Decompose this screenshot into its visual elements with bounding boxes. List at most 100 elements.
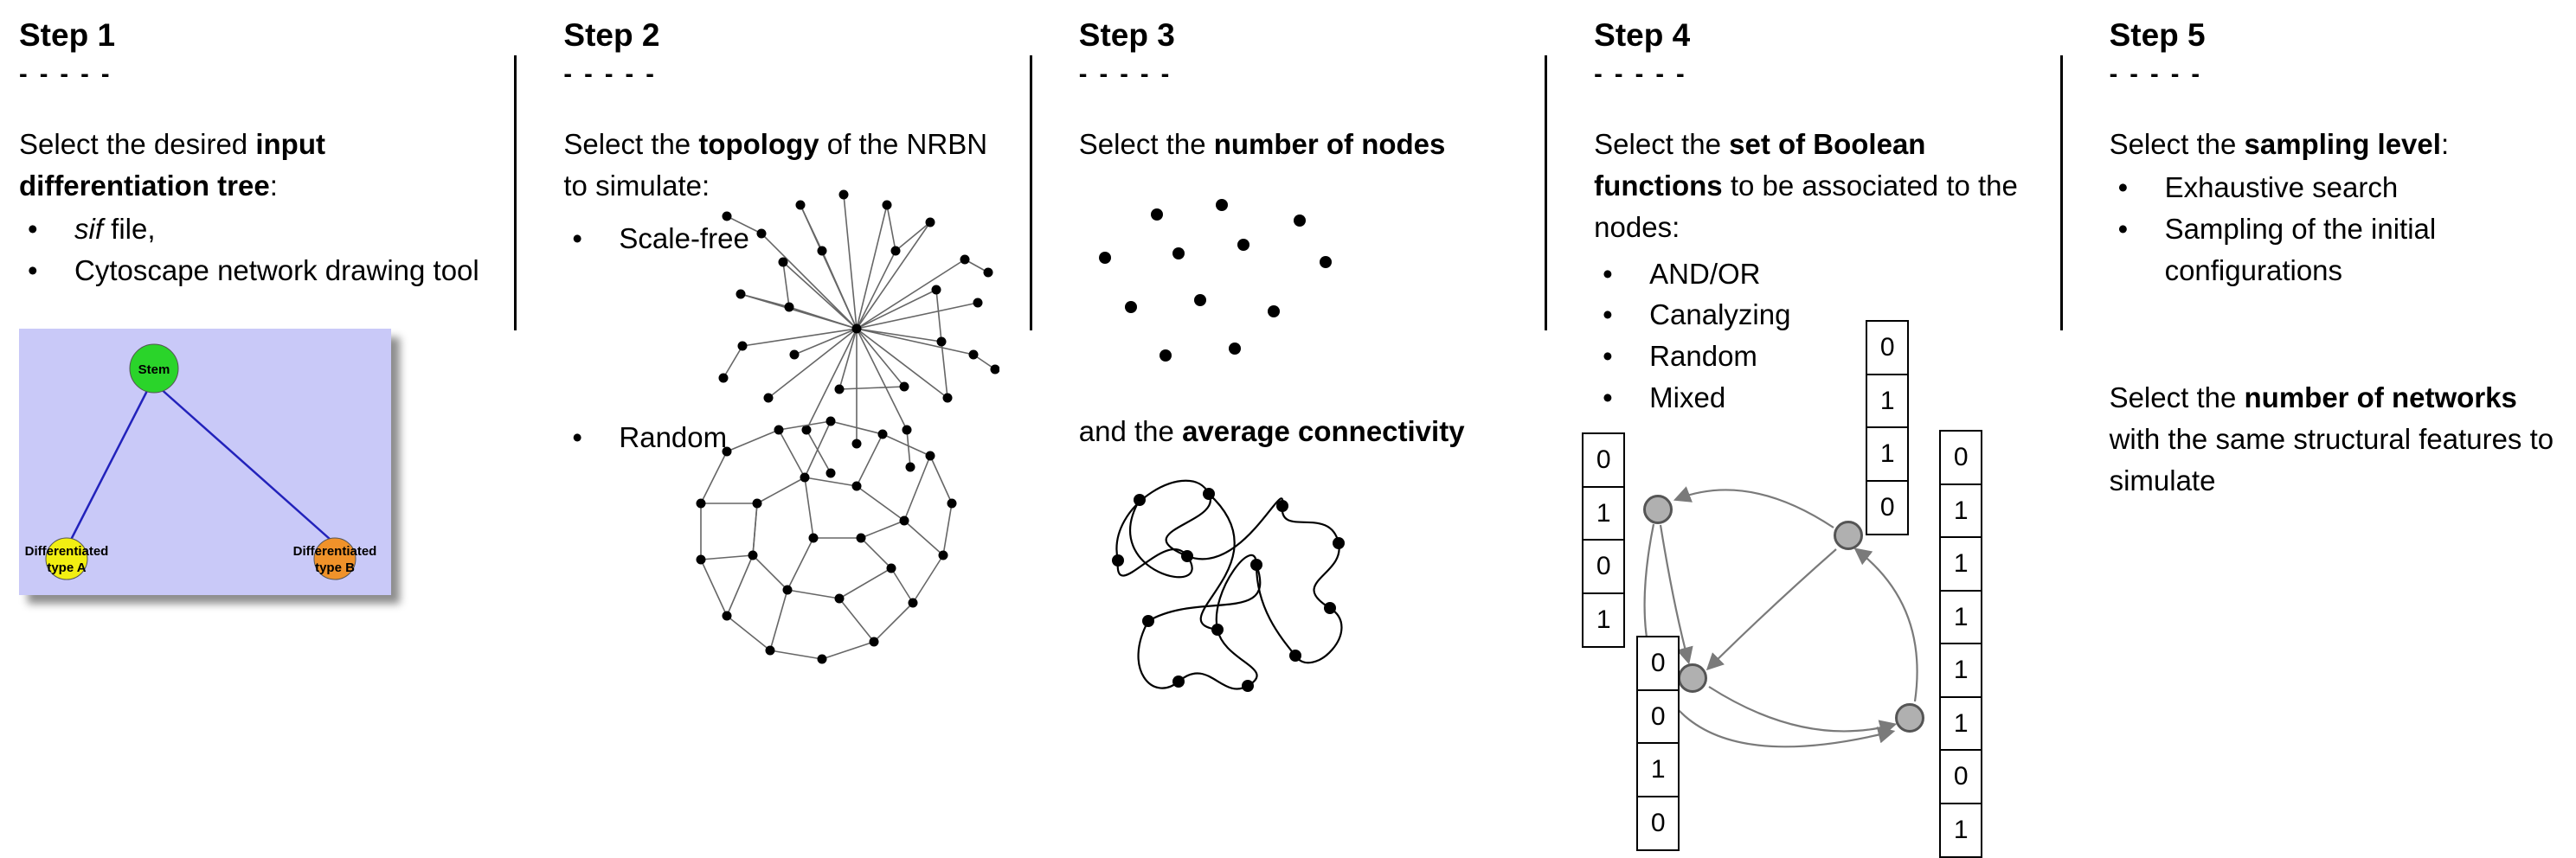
boolean-cell: 0	[1939, 430, 1983, 485]
bullet-marker: •	[2117, 170, 2129, 203]
bullet-text: Exhaustive search	[2164, 170, 2399, 203]
text: Select the	[563, 128, 699, 160]
boolean-cell: 1	[1582, 485, 1626, 541]
edge-line	[912, 554, 945, 604]
node-dot	[983, 267, 993, 278]
edge-line	[752, 503, 759, 556]
edge-line	[761, 233, 858, 330]
edge-line	[726, 615, 771, 651]
node-dot	[1241, 679, 1254, 692]
node-dot	[1288, 649, 1301, 662]
bullet-text: Mixed	[1649, 381, 1726, 414]
edge-line	[856, 250, 897, 330]
nodes-dots-figure	[1098, 198, 1332, 362]
text: :	[2440, 128, 2450, 160]
node-dot	[1150, 208, 1163, 221]
node-dot	[1332, 536, 1345, 549]
edge-line	[903, 520, 944, 556]
bullet-canalyzing: •Canalyzing	[1594, 294, 2048, 336]
edge-line	[757, 477, 806, 504]
node-dot	[834, 593, 845, 604]
edge-line	[726, 554, 755, 617]
type-a-label-line2: type A	[47, 560, 86, 575]
step-2-dashes: - - - - -	[563, 61, 657, 88]
step-2-title: Step 2	[563, 17, 660, 53]
text-bold: average connectivity	[1182, 414, 1465, 447]
edge-line	[770, 650, 823, 660]
boolean-cell: 0	[1582, 432, 1626, 488]
edge-line	[787, 537, 815, 591]
node-dot	[784, 302, 794, 312]
step-3-instruction-2: and the average connectivity	[1079, 411, 1533, 452]
text: and the	[1078, 414, 1183, 447]
step-4-instruction: Select the set of Boolean functions to b…	[1594, 124, 2048, 248]
step-5-instruction-2: Select the number of networks with the s…	[2110, 377, 2564, 502]
bullet-text: Scale-free	[619, 222, 749, 254]
tree-svg: Stem Differentiated type A Differentiate…	[19, 329, 391, 596]
node-dot	[1237, 238, 1249, 251]
edge-line	[873, 602, 914, 643]
node-dot	[1211, 623, 1224, 636]
tree-edge-b	[158, 387, 331, 541]
node-dot	[925, 217, 935, 227]
step-4-dashes: - - - - -	[1594, 61, 1687, 88]
text: Select the	[2109, 128, 2245, 160]
node-dot	[800, 472, 810, 483]
text: Select the	[2109, 381, 2245, 414]
edge-line	[821, 250, 858, 330]
node-dot	[938, 550, 948, 560]
node-dot	[1267, 304, 1280, 317]
bullet-marker: •	[1603, 340, 1613, 373]
edge-line	[727, 215, 762, 234]
edge-line	[856, 204, 889, 330]
edge-line	[779, 420, 832, 431]
bullet-marker: •	[2117, 212, 2129, 245]
differentiation-tree-figure: Stem Differentiated type A Differentiate…	[19, 329, 391, 596]
bullet-marker: •	[28, 253, 38, 286]
boolean-cell: 0	[1636, 636, 1680, 691]
text: :	[269, 169, 278, 202]
node-dot	[1249, 558, 1262, 571]
step-5-options: •Exhaustive search •Sampling of the init…	[2110, 167, 2564, 291]
text: Select the	[1078, 128, 1214, 160]
edge-line	[856, 433, 884, 487]
edge-line	[857, 289, 937, 330]
bullet-marker: •	[1603, 381, 1613, 414]
step-3-title: Step 3	[1078, 17, 1175, 53]
arrow-edge	[1853, 547, 1918, 702]
step-1-options: •sif file, •Cytoscape network drawing to…	[19, 208, 503, 291]
edge-line	[723, 345, 744, 379]
column-divider	[2059, 55, 2063, 330]
arrow-edge	[1660, 524, 1693, 665]
type-b-node	[313, 537, 357, 580]
edge-line	[806, 328, 858, 431]
node-dot	[737, 341, 748, 351]
edge-line	[838, 567, 892, 599]
node-dot	[825, 416, 836, 426]
node-dot	[1319, 255, 1332, 268]
edge-line	[929, 455, 954, 504]
column-divider	[1545, 55, 1548, 330]
edge-line	[906, 429, 912, 468]
node-dot	[1193, 293, 1206, 306]
edge-line	[741, 293, 790, 308]
type-a-node	[45, 537, 88, 580]
node-dot	[925, 451, 935, 461]
bullet-text: AND/OR	[1649, 257, 1761, 290]
step-5-instruction: Select the sampling level:	[2110, 124, 2564, 165]
bullet-text: sif file,	[74, 213, 156, 245]
node-dot	[1133, 493, 1146, 506]
step-4-title: Step 4	[1594, 17, 1691, 53]
step-5-dashes: - - - - -	[2109, 61, 2203, 88]
text: with the same structural features to sim…	[2109, 423, 2554, 497]
text-bold: topology	[698, 128, 819, 160]
edge-line	[857, 302, 979, 330]
edge-line	[805, 477, 858, 487]
text: Select the desired	[19, 128, 256, 160]
edge-line	[794, 328, 858, 355]
edge-line	[941, 341, 949, 399]
node-dot	[936, 336, 947, 347]
edge-line	[700, 559, 729, 617]
random-network-figure	[696, 416, 957, 664]
